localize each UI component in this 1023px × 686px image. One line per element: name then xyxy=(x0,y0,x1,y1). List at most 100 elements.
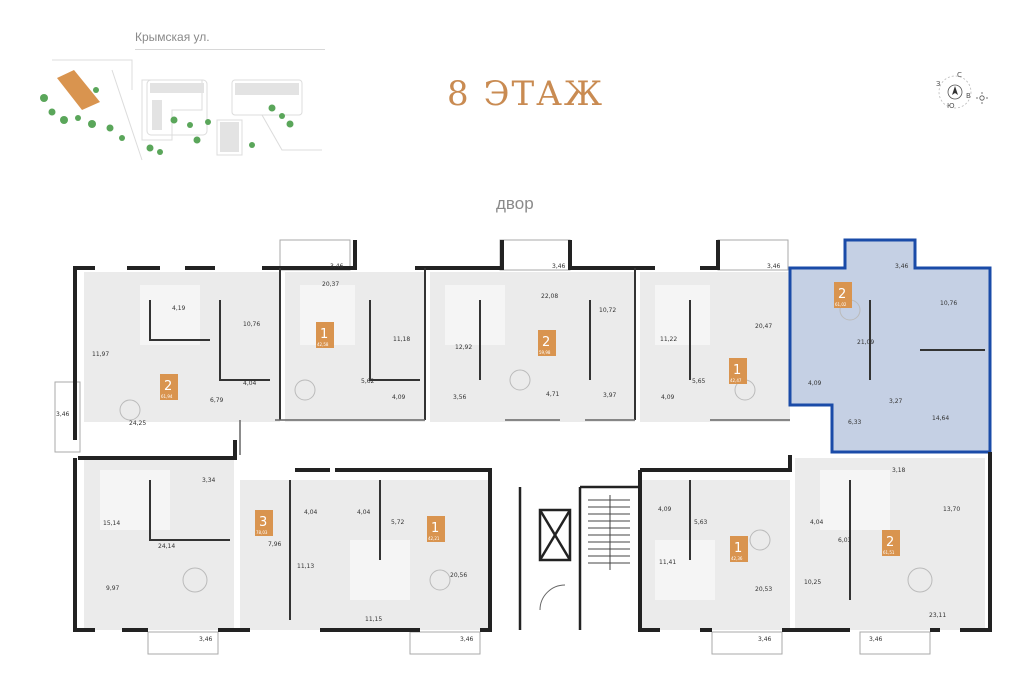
badge-a4: 1 42,47 xyxy=(729,358,747,384)
area-label: 6,33 xyxy=(848,419,862,426)
area-label: 5,65 xyxy=(692,378,706,385)
area-label: 6,79 xyxy=(210,397,224,404)
area-label: 4,09 xyxy=(658,506,672,513)
area-label: 3,46 xyxy=(56,411,70,418)
area-label: 24,25 xyxy=(129,420,146,427)
compass-s: Ю xyxy=(947,102,955,110)
sun-icon xyxy=(976,92,988,104)
area-label: 11,18 xyxy=(393,336,410,343)
area-label: 3,46 xyxy=(460,636,474,643)
compass-w: З xyxy=(936,80,941,88)
area-label: 4,09 xyxy=(661,394,675,401)
area-label: 20,47 xyxy=(755,323,772,330)
svg-text:2: 2 xyxy=(886,535,894,550)
svg-text:42,58: 42,58 xyxy=(317,342,329,347)
area-label: 11,41 xyxy=(659,559,676,566)
area-label: 3,46 xyxy=(199,636,213,643)
area-label: 11,22 xyxy=(660,336,677,343)
area-label: 10,25 xyxy=(804,579,821,586)
area-label: 4,04 xyxy=(243,380,257,387)
building-highlight xyxy=(57,70,100,110)
area-label: 11,15 xyxy=(365,616,382,623)
street-label: Крымская ул. xyxy=(135,30,210,44)
area-label: 4,04 xyxy=(304,509,318,516)
svg-text:59,98: 59,98 xyxy=(539,350,551,355)
area-label: 10,76 xyxy=(243,321,260,328)
area-label: 5,62 xyxy=(361,378,375,385)
area-label: 5,72 xyxy=(391,519,405,526)
area-label: 7,96 xyxy=(268,541,282,548)
yard-label: двор xyxy=(496,194,534,213)
area-label: 10,72 xyxy=(599,307,616,314)
area-label: 3,27 xyxy=(889,398,903,405)
area-label: 24,14 xyxy=(158,543,175,550)
compass-icon: С В Ю З xyxy=(936,71,988,110)
area-label: 15,14 xyxy=(103,520,120,527)
area-label: 21,09 xyxy=(857,339,874,346)
badge-a8: 1 42,36 xyxy=(730,536,748,562)
area-label: 3,46 xyxy=(330,263,344,270)
area-label: 4,04 xyxy=(357,509,371,516)
site-minimap xyxy=(40,59,322,161)
area-label: 3,34 xyxy=(202,477,216,484)
area-label: 20,37 xyxy=(322,281,339,288)
area-label: 5,63 xyxy=(694,519,708,526)
compass-n: С xyxy=(957,71,962,79)
street-underline xyxy=(135,49,325,50)
badge-a1: 2 61,94 xyxy=(160,374,178,400)
room-fills xyxy=(84,272,985,630)
svg-text:2: 2 xyxy=(542,335,550,350)
area-label: 9,97 xyxy=(106,585,120,592)
area-label: 3,46 xyxy=(895,263,909,270)
svg-text:61,94: 61,94 xyxy=(161,394,173,399)
area-label: 4,19 xyxy=(172,305,186,312)
area-label: 20,53 xyxy=(755,586,772,593)
svg-text:1: 1 xyxy=(734,541,742,556)
room-areas: 4,19 10,76 11,97 4,04 6,79 24,25 3,46 20… xyxy=(56,263,960,643)
area-label: 3,46 xyxy=(767,263,781,270)
area-label: 13,70 xyxy=(943,506,960,513)
svg-text:61,02: 61,02 xyxy=(835,302,847,307)
area-label: 3,46 xyxy=(869,636,883,643)
selected-apartment xyxy=(788,238,992,454)
badge-a5: 2 61,02 xyxy=(834,282,852,308)
svg-text:78,03: 78,03 xyxy=(256,530,268,535)
svg-text:3: 3 xyxy=(259,515,267,530)
svg-text:2: 2 xyxy=(164,379,172,394)
area-label: 23,11 xyxy=(929,612,946,619)
area-label: 4,71 xyxy=(546,391,560,398)
svg-text:42,36: 42,36 xyxy=(731,556,743,561)
svg-text:61,51: 61,51 xyxy=(883,550,895,555)
area-label: 12,92 xyxy=(455,344,472,351)
badge-a6: 3 78,03 xyxy=(255,510,273,536)
area-label: 3,46 xyxy=(552,263,566,270)
area-label: 3,56 xyxy=(453,394,467,401)
area-label: 4,04 xyxy=(810,519,824,526)
area-label: 3,97 xyxy=(603,392,617,399)
svg-text:1: 1 xyxy=(733,363,741,378)
walls xyxy=(73,240,992,632)
apartment-badges: 2 61,94 1 42,58 2 59,98 1 42,47 2 61,02 … xyxy=(160,282,900,562)
area-label: 4,09 xyxy=(808,380,822,387)
area-label: 10,76 xyxy=(940,300,957,307)
badge-a2: 1 42,58 xyxy=(316,322,334,348)
svg-text:42,21: 42,21 xyxy=(428,536,440,541)
svg-text:42,47: 42,47 xyxy=(730,378,742,383)
area-label: 22,08 xyxy=(541,293,558,300)
svg-text:1: 1 xyxy=(431,521,439,536)
area-label: 3,46 xyxy=(758,636,772,643)
badge-a7: 1 42,21 xyxy=(427,516,445,542)
area-label: 3,18 xyxy=(892,467,906,474)
badge-a9: 2 61,51 xyxy=(882,530,900,556)
area-label: 4,09 xyxy=(392,394,406,401)
area-label: 11,97 xyxy=(92,351,109,358)
floor-title: 8 ЭТАЖ xyxy=(447,74,605,114)
area-label: 6,03 xyxy=(838,537,852,544)
area-label: 20,56 xyxy=(450,572,467,579)
compass-e: В xyxy=(966,92,971,100)
stairs xyxy=(588,495,630,570)
area-label: 11,13 xyxy=(297,563,314,570)
badge-a3: 2 59,98 xyxy=(538,330,556,356)
stairwell xyxy=(518,470,642,630)
